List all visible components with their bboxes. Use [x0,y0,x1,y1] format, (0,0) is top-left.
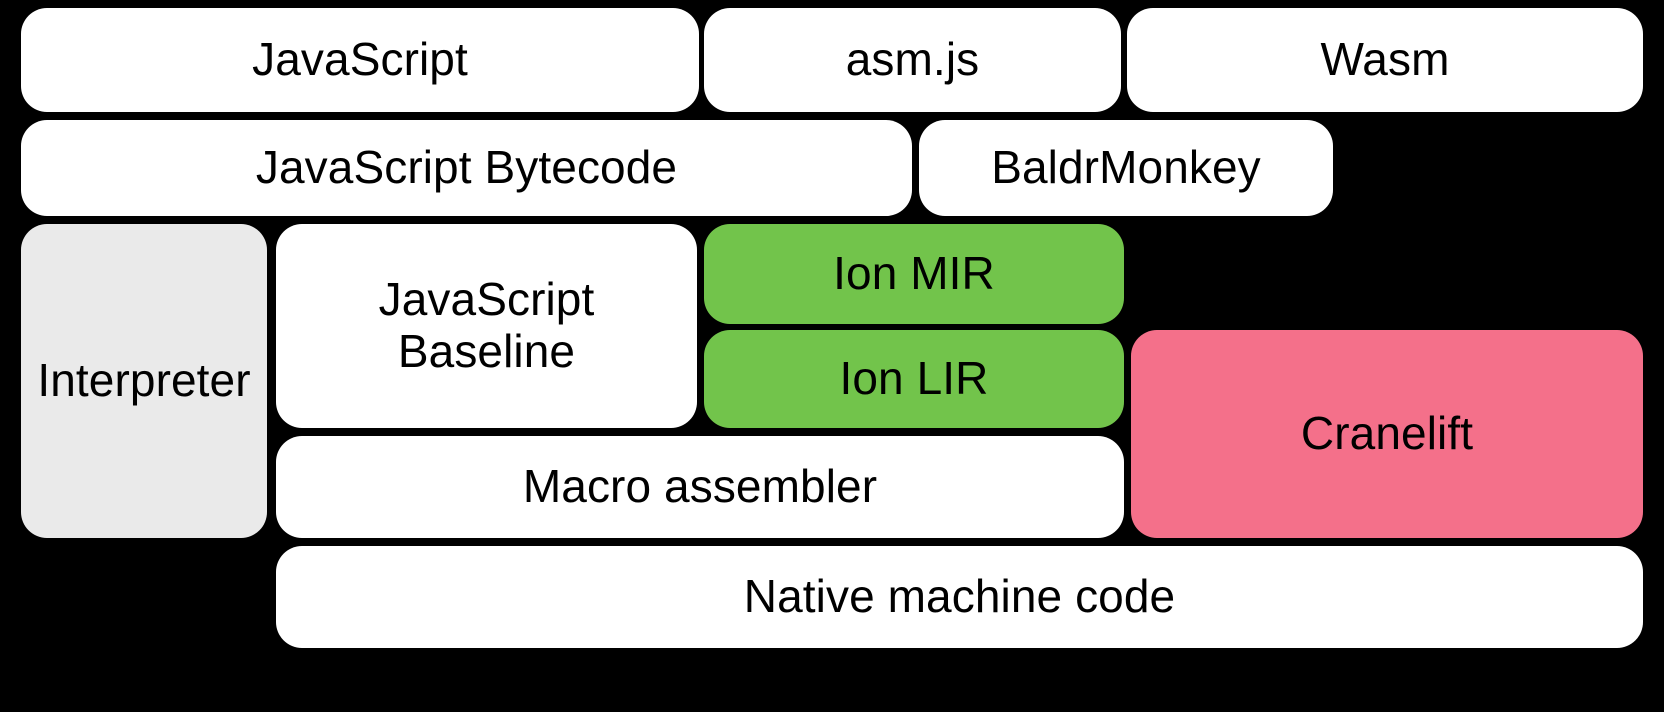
node-label-interpreter: Interpreter [37,354,251,407]
node-baldrmonkey: BaldrMonkey [919,120,1333,216]
node-ion-mir: Ion MIR [704,224,1124,324]
node-label-asm-js: asm.js [845,33,980,86]
node-ion-lir: Ion LIR [704,330,1124,428]
node-label-ion-mir: Ion MIR [833,247,995,300]
node-macro-assembler: Macro assembler [276,436,1124,538]
node-javascript-baseline: JavaScript Baseline [276,224,697,428]
node-interpreter: Interpreter [21,224,267,538]
node-wasm: Wasm [1127,8,1643,112]
node-label-macro-assembler: Macro assembler [522,460,878,513]
node-label-javascript-bytecode: JavaScript Bytecode [255,141,678,194]
node-label-cranelift: Cranelift [1300,407,1474,460]
node-cranelift: Cranelift [1131,330,1643,538]
node-label-javascript: JavaScript [252,33,468,86]
node-label-native-machine-code: Native machine code [743,570,1176,623]
node-javascript-bytecode: JavaScript Bytecode [21,120,912,216]
node-native-machine-code: Native machine code [276,546,1643,648]
node-javascript: JavaScript [21,8,699,112]
node-label-baldrmonkey: BaldrMonkey [991,141,1261,194]
node-label-ion-lir: Ion LIR [839,352,989,405]
node-asm-js: asm.js [704,8,1121,112]
node-label-javascript-baseline: JavaScript Baseline [378,273,595,377]
node-label-wasm: Wasm [1320,33,1450,86]
